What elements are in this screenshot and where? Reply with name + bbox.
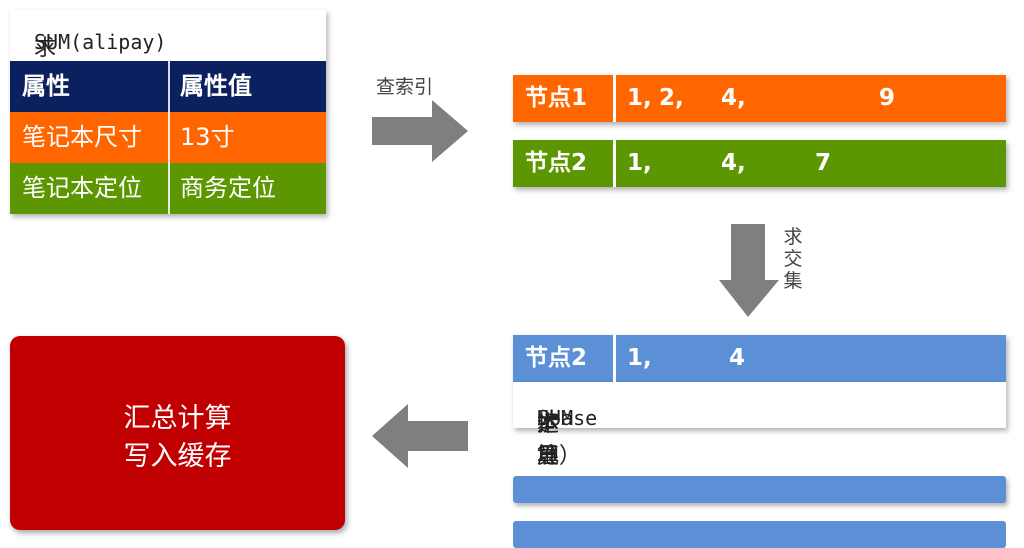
node-1-name: 节点1	[525, 85, 588, 111]
local-sum-code: SUM	[537, 406, 574, 430]
local-sum-prefix: 本地	[537, 412, 560, 469]
table-row: 笔记本尺寸 13寸	[10, 112, 326, 163]
local-sum-suffix: 扩展）	[537, 412, 582, 469]
result-node-bar: 节点2 1, 4	[513, 335, 1006, 382]
node-1-value: 9	[879, 85, 896, 111]
node-2-name: 节点2	[525, 150, 588, 176]
query-title-code: SUM(alipay)	[34, 30, 167, 54]
query-title-prefix: 求	[34, 36, 57, 61]
node-2-bar: 节点2 1, 4, 7	[513, 140, 1006, 187]
node-2-value: 1,	[627, 150, 652, 176]
aggregate-line-2: 写入缓存	[123, 441, 232, 472]
aggregate-line-1: 汇总计算	[123, 403, 232, 434]
node-bar-placeholder	[513, 476, 1006, 503]
header-attribute: 属性	[22, 72, 70, 100]
local-sum-code2: Hbase	[537, 406, 598, 430]
node-1-value: 4,	[721, 85, 746, 111]
row-attribute: 笔记本尺寸	[22, 123, 142, 151]
result-node-name: 节点2	[525, 345, 588, 371]
node-1-value: 2,	[659, 85, 684, 111]
table-header-row: 属性 属性值	[10, 61, 326, 112]
node-bar-placeholder	[513, 521, 1006, 548]
node-2-value: 4,	[721, 150, 746, 176]
aggregate-cache-box: 汇总计算 写入缓存	[10, 336, 345, 530]
header-value: 属性值	[180, 72, 252, 100]
table-row: 笔记本定位 商务定位	[10, 163, 326, 214]
left-arrow-icon	[372, 404, 468, 468]
result-node-value: 4	[729, 345, 746, 371]
right-arrow-icon	[372, 100, 468, 162]
lookup-index-label: 查索引	[376, 76, 434, 98]
node-2-value: 7	[815, 150, 832, 176]
down-arrow-icon	[719, 224, 779, 317]
row-value: 13寸	[180, 123, 235, 151]
result-node-value: 1,	[627, 345, 652, 371]
node-1-value: 1,	[627, 85, 652, 111]
row-attribute: 笔记本定位	[22, 174, 142, 202]
row-value: 商务定位	[180, 174, 276, 202]
node-1-bar: 节点1 1, 2, 4, 9	[513, 75, 1006, 122]
intersect-label: 求交集	[783, 226, 803, 292]
